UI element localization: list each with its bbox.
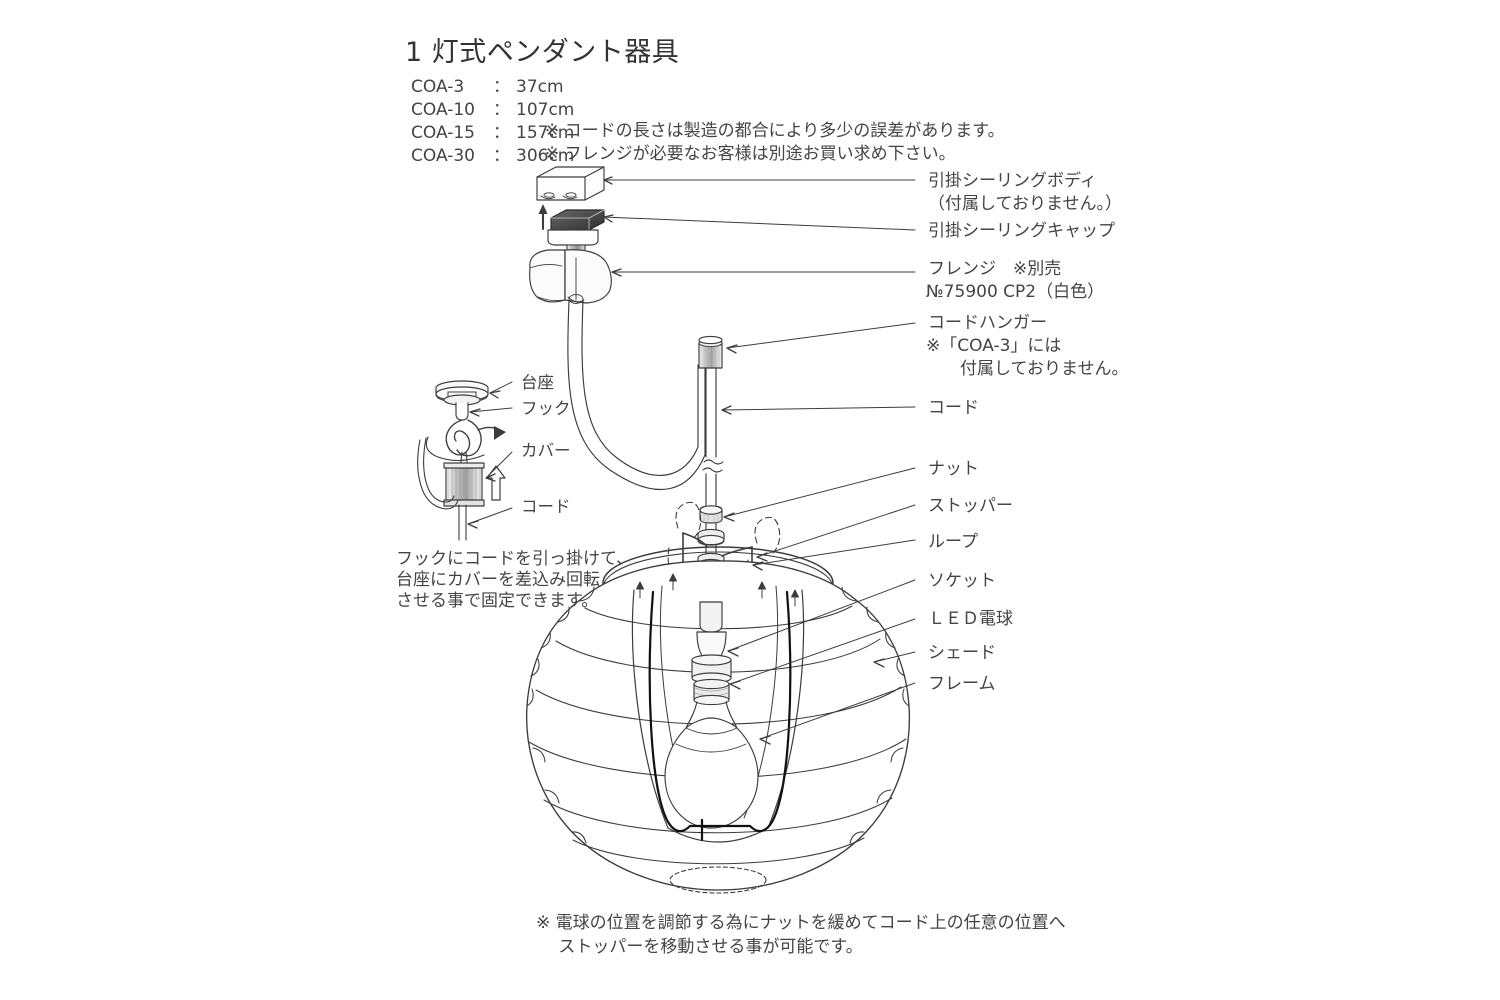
inset-caption-line2: 台座にカバーを差込み回転 bbox=[396, 570, 600, 590]
flange bbox=[529, 249, 612, 304]
spec-length-1: 107cm bbox=[516, 100, 575, 120]
inset-caption-line3: させる事で固定できます。 bbox=[396, 591, 599, 611]
callout-flange-line2: №75900 CP2（白色） bbox=[926, 282, 1105, 302]
callout-cord-hanger-line3: 付属しておりません。 bbox=[926, 359, 1129, 379]
callout-socket: ソケット bbox=[928, 571, 996, 591]
spec-sep-2: ： bbox=[493, 123, 510, 143]
nut bbox=[699, 505, 723, 524]
callout-loop: ループ bbox=[928, 532, 978, 552]
inner-cord-loop bbox=[648, 590, 792, 842]
page-title: 1 灯式ペンダント器具 bbox=[405, 37, 680, 68]
spec-sep-0: ： bbox=[493, 77, 510, 97]
callout-frame: フレーム bbox=[928, 674, 996, 694]
callout-ceiling-body-line2: （付属しておりません。） bbox=[928, 194, 1122, 214]
spec-model-0: COA-3 bbox=[411, 77, 465, 97]
cord-hanger bbox=[698, 335, 723, 369]
spec-sep-3: ： bbox=[493, 146, 510, 166]
note-flange-separate: ※ フレンジが必要なお客様は別途お買い求め下さい。 bbox=[545, 144, 956, 164]
callout-ceiling-cap-line1: 引掛シーリングキャップ bbox=[928, 221, 1115, 241]
inset-label-hook: フック bbox=[521, 399, 571, 418]
spec-length-0: 37cm bbox=[516, 77, 564, 97]
spec-length-3: 306cm bbox=[516, 146, 575, 166]
spec-model-1: COA-10 bbox=[411, 100, 475, 120]
callout-nut: ナット bbox=[928, 459, 979, 479]
frame-direction-arrows bbox=[636, 573, 799, 607]
spec-model-3: COA-30 bbox=[411, 146, 475, 166]
leader-lines-inset bbox=[467, 381, 513, 529]
callout-cord: コード bbox=[928, 398, 979, 418]
inset-caption-line1: フックにコードを引っ掛けて、 bbox=[396, 549, 634, 569]
inset-label-cord: コード bbox=[521, 497, 571, 516]
callout-cord-hanger-line1: コードハンガー bbox=[928, 313, 1047, 333]
spec-sep-1: ： bbox=[493, 100, 510, 120]
note-cord-tolerance: ※ コードの長さは製造の都合により多少の誤差があります。 bbox=[545, 121, 1005, 141]
callout-flange-line1: フレンジ ※別売 bbox=[928, 259, 1062, 279]
cord-curve bbox=[567, 299, 706, 491]
assembly-up-arrow bbox=[538, 204, 548, 231]
leader-lines-right bbox=[603, 176, 916, 745]
socket-and-bulb bbox=[664, 601, 759, 829]
spec-length-2: 157cm bbox=[516, 123, 575, 143]
spec-model-2: COA-15 bbox=[411, 123, 475, 143]
inset-label-base: 台座 bbox=[521, 373, 554, 392]
callout-ceiling-body-line1: 引掛シーリングボディ bbox=[928, 171, 1097, 191]
callout-cord-hanger-line2: ※「COA-3」には bbox=[926, 336, 1062, 356]
footnote-line1: ※ 電球の位置を調節する為にナットを緩めてコード上の任意の位置へ bbox=[536, 913, 1066, 933]
hook-assembly-inset bbox=[417, 380, 506, 541]
callout-stopper: ストッパー bbox=[928, 496, 1013, 516]
ceiling-rosette-body bbox=[536, 166, 605, 201]
inset-label-cover: カバー bbox=[521, 441, 571, 460]
callout-led-bulb: ＬＥＤ電球 bbox=[928, 609, 1013, 629]
footnote-line2: ストッパーを移動させる事が可能です。 bbox=[536, 937, 863, 957]
callout-shade: シェード bbox=[928, 643, 996, 663]
